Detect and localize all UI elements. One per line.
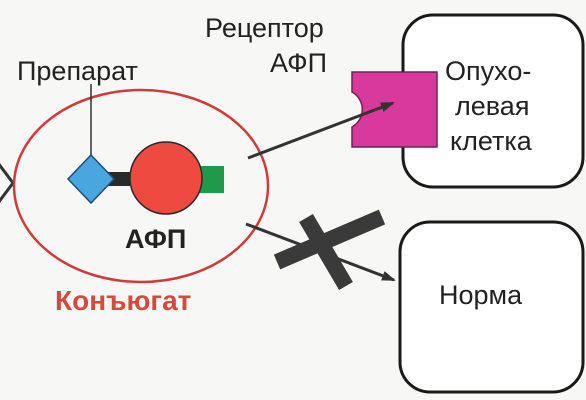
- afp-label: АФП: [125, 224, 186, 254]
- receptor-label-line1: Рецептор: [205, 13, 324, 43]
- tumor-label-line1: Опухо-: [445, 56, 531, 86]
- receptor-label-line2: АФП: [270, 48, 327, 78]
- drug-label: Препарат: [17, 56, 138, 86]
- receptor-cup-icon: [351, 71, 438, 148]
- normal-cell-box: [398, 220, 585, 394]
- tumor-label-line2: левая: [455, 91, 529, 121]
- drug-diamond-icon: [66, 153, 116, 205]
- conjugate-ellipse: [12, 88, 270, 284]
- tumor-label-line3: клетка: [450, 126, 533, 156]
- blocked-cross-icon: [273, 209, 386, 291]
- incoming-arrow-tip: [0, 163, 15, 203]
- afp-circle-icon: [129, 141, 203, 215]
- arrow-to-tumor: [247, 101, 395, 160]
- conjugate-label: Конъюгат: [55, 285, 191, 316]
- normal-label: Норма: [439, 280, 523, 310]
